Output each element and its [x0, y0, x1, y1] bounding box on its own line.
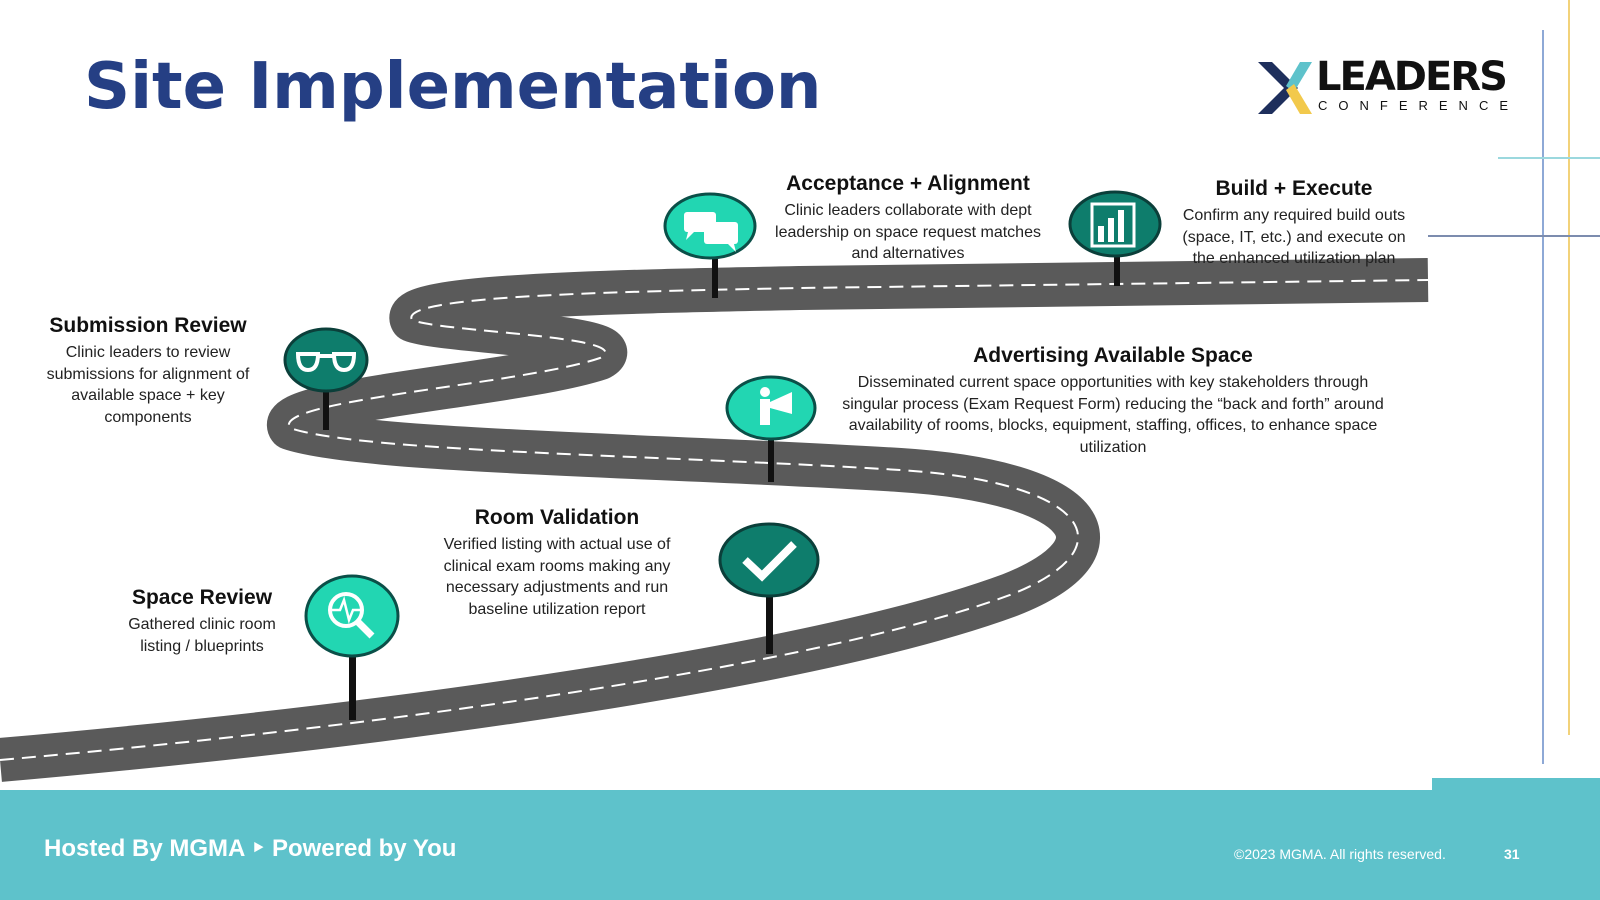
step-body: Verified listing with actual use of clin… [443, 536, 671, 618]
step-room-validation: Room Validation Verified listing with ac… [432, 506, 682, 620]
page-title: Site Implementation [84, 50, 822, 124]
step-title: Submission Review [49, 314, 247, 337]
step-advertising: Advertising Available Space Disseminated… [833, 344, 1393, 458]
step-space-review: Space Review Gathered clinic room listin… [117, 586, 287, 657]
logo-subtext: CONFERENCE [1318, 98, 1520, 113]
pin-space-review [304, 574, 400, 720]
step-acceptance: Acceptance + Alignment Clinic leaders co… [768, 172, 1048, 265]
step-body: Confirm any required build outs (space, … [1182, 207, 1406, 267]
step-body: Disseminated current space opportunities… [842, 374, 1384, 456]
step-title: Room Validation [474, 506, 640, 529]
logo-x-icon [1258, 62, 1312, 114]
glasses-icon [295, 352, 357, 373]
step-title: Acceptance + Alignment [786, 172, 1030, 195]
step-body: Clinic leaders collaborate with dept lea… [775, 202, 1041, 262]
pin-submission-review [283, 327, 369, 430]
step-body: Clinic leaders to review submissions for… [46, 344, 250, 426]
pin-acceptance [663, 192, 757, 298]
bar-chart-icon [1090, 202, 1136, 248]
footer-copyright: ©2023 MGMA. All rights reserved. [1234, 846, 1446, 862]
step-title: Space Review [131, 586, 273, 609]
step-submission-review: Submission Review Clinic leaders to revi… [38, 314, 258, 428]
page-number: 31 [1504, 846, 1520, 862]
megaphone-person-icon [760, 387, 792, 425]
leaders-conference-logo: LEADERS CONFERENCE [1254, 54, 1508, 118]
logo-text: LEADERS [1316, 54, 1508, 100]
step-title: Advertising Available Space [973, 344, 1253, 367]
chat-bubbles-icon [684, 212, 738, 252]
pin-advertising [725, 375, 817, 482]
step-body: Gathered clinic room listing / blueprint… [128, 616, 276, 655]
footer-bar [0, 790, 1600, 900]
step-title: Build + Execute [1215, 177, 1373, 200]
pin-build-execute [1068, 190, 1162, 286]
footer-notch [1432, 778, 1600, 792]
footer-hosted-by: Hosted By MGMA ‣ Powered by You [44, 835, 457, 862]
step-build-execute: Build + Execute Confirm any required bui… [1174, 177, 1414, 270]
magnifier-pulse-icon [328, 592, 375, 639]
pin-room-validation [718, 522, 820, 654]
checkmark-icon [742, 541, 797, 582]
